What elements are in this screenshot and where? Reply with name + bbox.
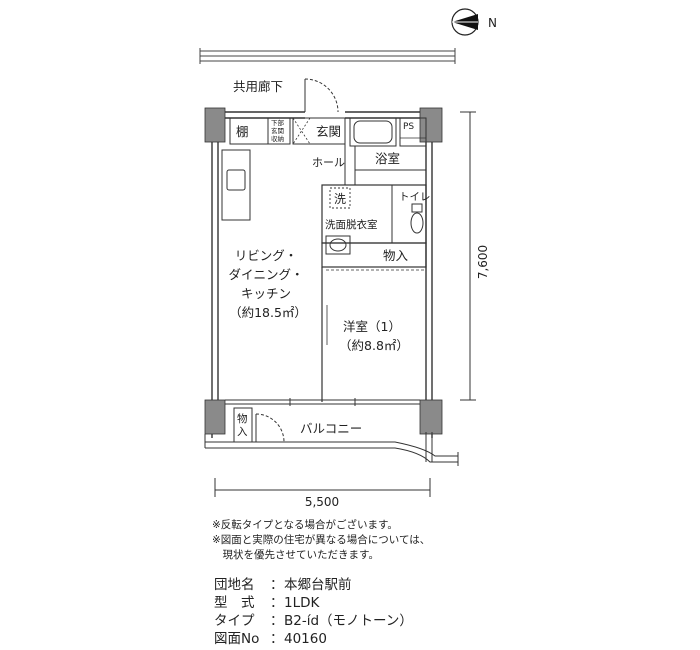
toilet-icon bbox=[410, 203, 424, 234]
spec-value: 40160 bbox=[284, 631, 327, 647]
compass: N bbox=[451, 8, 497, 36]
bath-label: 浴室 bbox=[375, 151, 400, 166]
washbasin-icon bbox=[325, 235, 351, 255]
kitchen-counter bbox=[221, 149, 251, 221]
spec-row: 図面No：40160 bbox=[214, 631, 327, 647]
corridor-railing bbox=[199, 48, 456, 64]
closet bbox=[321, 242, 427, 268]
spec-row: 団地名：本郷台駅前 bbox=[214, 577, 352, 593]
bathtub bbox=[349, 117, 397, 147]
entrance-door bbox=[304, 78, 339, 113]
storage-label-line: 玄関 bbox=[271, 126, 284, 135]
storage-label-line: 収納 bbox=[271, 134, 284, 143]
balcony-closet-label-line: 入 bbox=[237, 426, 248, 438]
ps-label: PS bbox=[403, 122, 414, 132]
balcony-closet-label: 物 入 bbox=[237, 412, 251, 438]
north-label: N bbox=[488, 16, 497, 30]
washroom-label: 洗面脱衣室 bbox=[325, 218, 378, 231]
note-line: ※図面と実際の住宅が異なる場合については、 bbox=[212, 534, 431, 546]
spec-value: B2-íd（モノトーン） bbox=[284, 613, 413, 629]
spec-row: タイプ：B2-íd（モノトーン） bbox=[214, 613, 413, 629]
toilet-label: トイレ bbox=[399, 191, 431, 203]
note-line: 現状を優先させていただきます。 bbox=[212, 549, 379, 561]
ldk-label: リビング・ ダイニング・ キッチン （約18.5㎡） bbox=[229, 248, 308, 320]
ldk-label-line: ダイニング・ bbox=[229, 267, 304, 282]
western-room-label-line: （約8.8㎡） bbox=[339, 338, 409, 353]
spec-key: タイプ bbox=[214, 613, 255, 629]
ldk-label-line: リビング・ bbox=[235, 248, 298, 263]
balcony-label: バルコニー bbox=[300, 421, 362, 436]
depth-label: 7,600 bbox=[476, 245, 490, 279]
width-label: 5,500 bbox=[305, 495, 339, 509]
ps-shaft bbox=[399, 117, 427, 147]
spec-value: 本郷台駅前 bbox=[284, 577, 352, 593]
balcony-closet bbox=[233, 407, 253, 443]
ldk-label-line: （約18.5㎡） bbox=[229, 305, 307, 320]
spec-value: 1LDK bbox=[284, 595, 320, 611]
western-room-label: 洋室（1） （約8.8㎡） bbox=[339, 319, 409, 353]
note-line: ※反転タイプとなる場合がございます。 bbox=[212, 519, 398, 531]
spec-key: 図面No bbox=[214, 631, 260, 647]
balcony-outline bbox=[204, 432, 459, 466]
corridor-label: 共用廊下 bbox=[233, 79, 283, 94]
columns bbox=[204, 107, 443, 435]
width-dimension bbox=[214, 478, 431, 497]
washer-space bbox=[329, 187, 351, 209]
spec-key: 団地名 bbox=[214, 577, 255, 593]
shelf-label: 棚 bbox=[236, 124, 249, 139]
balcony-door bbox=[255, 413, 285, 443]
balcony-closet-label-line: 物 bbox=[237, 412, 248, 425]
ldk-label-line: キッチン bbox=[241, 286, 291, 301]
closet-label: 物入 bbox=[383, 248, 409, 263]
storage-label-line: 下部 bbox=[271, 118, 285, 127]
depth-dimension bbox=[460, 111, 476, 401]
spec-key: 型 式 bbox=[214, 595, 255, 611]
entrance-label: 玄関 bbox=[316, 124, 341, 139]
balcony-sash bbox=[225, 398, 420, 406]
hall-label: ホール bbox=[312, 156, 345, 169]
western-room-label-line: 洋室（1） bbox=[343, 319, 401, 334]
shoe-storage bbox=[267, 117, 291, 145]
entrance-area bbox=[292, 117, 346, 145]
storage-label: 下部 玄関 収納 bbox=[271, 118, 286, 143]
spec-row: 型 式：1LDK bbox=[214, 595, 320, 611]
washer-label: 洗 bbox=[334, 192, 346, 206]
